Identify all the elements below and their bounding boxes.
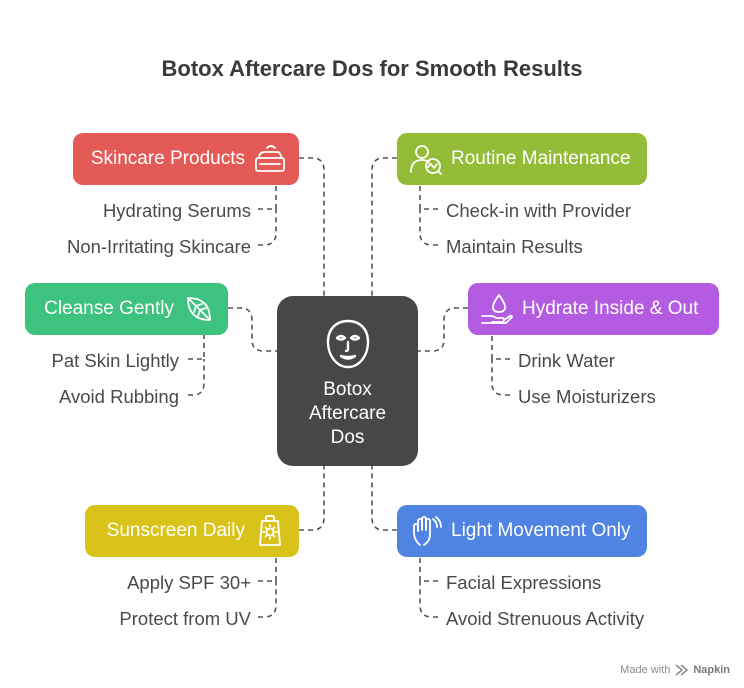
list-item: Avoid Strenuous Activity bbox=[446, 608, 645, 629]
list-item: Non-Irritating Skincare bbox=[66, 236, 251, 257]
made-with-napkin-footer: Made with Napkin bbox=[620, 664, 730, 676]
water-drop-hand-icon bbox=[481, 294, 513, 324]
branch-sunscreen-daily: Sunscreen Daily bbox=[85, 505, 299, 557]
list-item: Pat Skin Lightly bbox=[51, 350, 179, 371]
branch-hydrate-inside-out: Hydrate Inside & Out bbox=[468, 283, 719, 335]
napkin-logo-icon bbox=[675, 664, 689, 676]
branch-label: Routine Maintenance bbox=[451, 148, 631, 169]
list-item: Facial Expressions bbox=[446, 572, 602, 593]
center-node: Botox Aftercare Dos bbox=[277, 296, 418, 466]
list-item: Check-in with Provider bbox=[446, 200, 632, 221]
branch-label: Hydrate Inside & Out bbox=[522, 298, 699, 319]
cream-jar-icon bbox=[255, 145, 285, 172]
leaf-icon bbox=[187, 297, 211, 321]
list-item: Avoid Rubbing bbox=[59, 386, 179, 407]
list-item: Protect from UV bbox=[119, 608, 251, 629]
branch-label: Skincare Products bbox=[90, 148, 245, 169]
face-mask-icon bbox=[326, 319, 369, 369]
branch-routine-maintenance: Routine Maintenance bbox=[397, 133, 647, 185]
branch-skincare-products: Skincare Products bbox=[73, 133, 299, 185]
person-check-icon bbox=[410, 145, 442, 175]
branch-label: Cleanse Gently bbox=[44, 298, 174, 319]
branch-cleanse-gently: Cleanse Gently bbox=[25, 283, 228, 335]
napkin-brand: Napkin bbox=[693, 664, 730, 676]
center-label: Botox Aftercare Dos bbox=[308, 379, 387, 448]
made-with-label: Made with bbox=[620, 664, 671, 676]
diagram-title: Botox Aftercare Dos for Smooth Results bbox=[161, 56, 583, 81]
branch-label: Light Movement Only bbox=[451, 520, 631, 541]
branch-light-movement-only: Light Movement Only bbox=[397, 505, 647, 557]
branch-label: Sunscreen Daily bbox=[106, 520, 245, 541]
list-item: Use Moisturizers bbox=[518, 386, 656, 407]
hand-wave-icon bbox=[413, 516, 442, 546]
list-item: Hydrating Serums bbox=[102, 200, 251, 221]
sunscreen-tube-icon bbox=[259, 515, 281, 546]
list-item: Maintain Results bbox=[446, 236, 583, 257]
list-item: Drink Water bbox=[518, 350, 615, 371]
list-item: Apply SPF 30+ bbox=[127, 572, 251, 593]
